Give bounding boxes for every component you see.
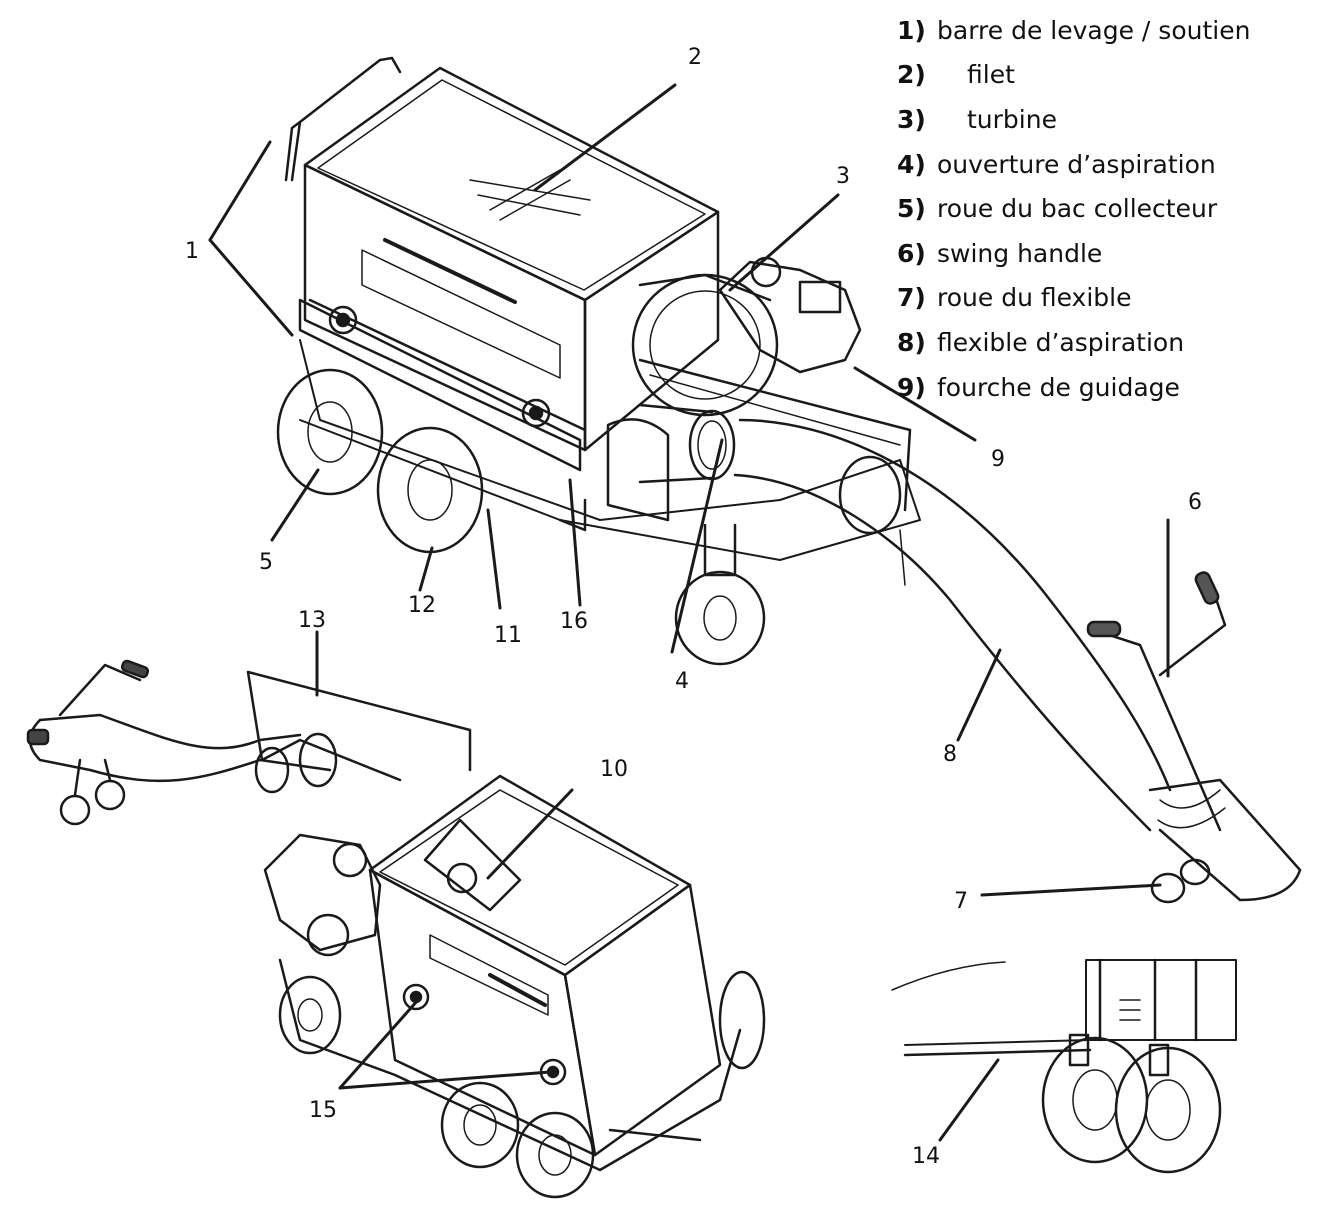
legend-label: ouverture d’aspiration [937,149,1216,179]
rear-wheel-2 [515,1111,595,1199]
rear-wheel-1 [440,1081,520,1169]
callout-8: 8 [943,742,957,767]
callout-3: 3 [836,164,850,189]
callout-lines [208,83,1170,1142]
callout-7: 7 [954,889,968,914]
rear-turbine [423,818,522,912]
legend-label: roue du flexible [937,283,1132,313]
collector-machine-rear [26,659,766,1199]
legend-item-8: 8) flexible d’aspiration [897,320,1317,365]
callout-6: 6 [1188,490,1202,515]
legend-number: 4) [897,149,926,179]
rear-left-wheel [278,975,342,1055]
legend-item-6: 6) swing handle [897,231,1317,276]
callout-13: 13 [298,608,326,633]
legend-item-4: 4) ouverture d’aspiration [897,142,1317,187]
collector-wheel-rear [276,368,384,496]
legend-label: barre de levage / soutien [937,15,1251,45]
legend-label: flexible d’aspiration [937,327,1185,357]
legend-number: 2) [897,60,926,90]
legend-item-7: 7) roue du flexible [897,276,1317,321]
parts-legend: 1) barre de levage / soutien 2) filet 3)… [897,8,1317,409]
legend-label: filet [967,60,1015,90]
legend-number: 9) [897,372,926,402]
suction-hose [738,418,1172,792]
legend-item-1: 1) barre de levage / soutien [897,8,1317,53]
legend-label: turbine [967,104,1057,134]
callout-1: 1 [185,239,199,264]
collector-box-side [583,210,720,452]
legend-number: 6) [897,238,926,268]
legend-item-5: 5) roue du bac collecteur [897,186,1317,231]
wheel-detail [891,958,1237,1174]
callout-11: 11 [494,623,522,648]
legend-item-2: 2) filet [897,53,1317,98]
legend-label: swing handle [937,238,1103,268]
rear-box-side [563,883,722,1157]
callout-9: 9 [991,447,1005,472]
legend-number: 1) [897,15,926,45]
guiding-fork [638,358,912,512]
callout-16: 16 [560,609,588,634]
callout-14: 14 [912,1144,940,1169]
legend-label: roue du bac collecteur [937,194,1218,224]
callout-12: 12 [408,593,436,618]
collector-wheel-front [376,426,484,554]
rear-engine [263,833,382,952]
callout-5: 5 [259,550,273,575]
collector-machine-top [276,56,1302,904]
callout-2: 2 [688,45,702,70]
legend-number: 7) [897,283,926,313]
suction-nozzle [1148,778,1302,902]
legend-number: 3) [897,104,926,134]
detail-wheel-left [1041,1036,1149,1164]
legend-item-3: 3) turbine [897,97,1317,142]
rear-hose [28,718,332,783]
legend-label: fourche de guidage [937,372,1180,402]
legend-number: 8) [897,327,926,357]
engine [718,260,862,374]
top-net-rail [246,670,472,772]
lifting-bar [290,56,402,182]
callout-4: 4 [675,669,689,694]
legend-item-9: 9) fourche de guidage [897,365,1317,410]
hose-wheel [1150,872,1186,904]
callout-15: 15 [309,1098,337,1123]
legend-number: 5) [897,194,926,224]
callout-10: 10 [600,757,628,782]
caster-wheel [674,570,766,666]
